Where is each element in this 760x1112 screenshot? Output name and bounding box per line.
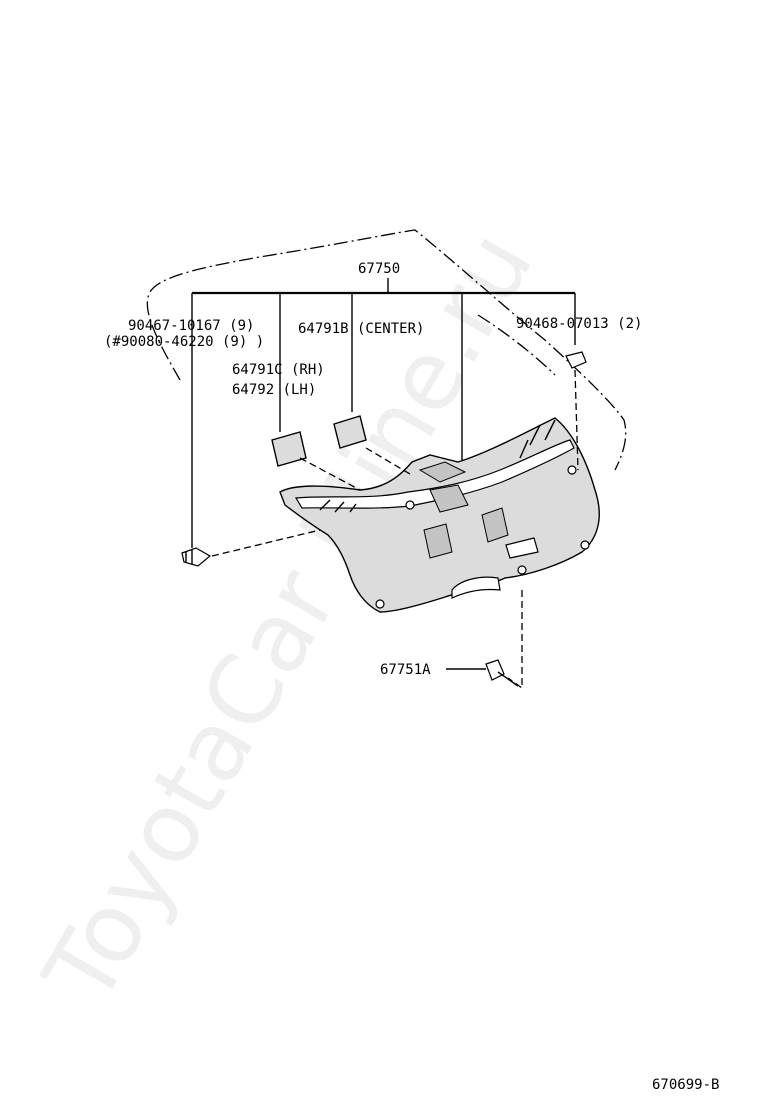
screw-label: 67751A xyxy=(380,662,431,678)
clip-rh xyxy=(181,547,212,567)
side-cover xyxy=(271,431,307,467)
assembly-label: 67750 xyxy=(358,261,400,277)
clip-rh-alt-label: (#90080-46220 (9) ) xyxy=(104,334,264,350)
center-cover-guide xyxy=(365,447,411,475)
assembly-bracket xyxy=(191,278,576,548)
clip-lh-label: 90468-07013 (2) xyxy=(516,316,642,332)
screw xyxy=(446,659,519,687)
center-cover xyxy=(333,415,367,449)
center-cover-label: 64791B (CENTER) xyxy=(298,321,424,337)
back-door-outline xyxy=(146,229,627,471)
back-door-edge xyxy=(477,314,556,376)
side-cover-rh-label: 64791C (RH) xyxy=(232,362,325,378)
screw-guide xyxy=(507,590,523,690)
watermark-text: ToyotaCar Mine.ru xyxy=(22,213,554,1023)
clip-lh-guide xyxy=(574,369,579,471)
clip-lh xyxy=(565,351,587,369)
back-door-trim-board xyxy=(279,417,600,613)
side-cover-lh-label: 64792 (LH) xyxy=(232,382,316,398)
figure-code: 670699-B xyxy=(652,1077,719,1093)
clip-rh-main-label: 90467-10167 (9) xyxy=(128,318,254,334)
clip-rh-guide xyxy=(211,529,321,557)
side-cover-guide xyxy=(299,457,361,491)
